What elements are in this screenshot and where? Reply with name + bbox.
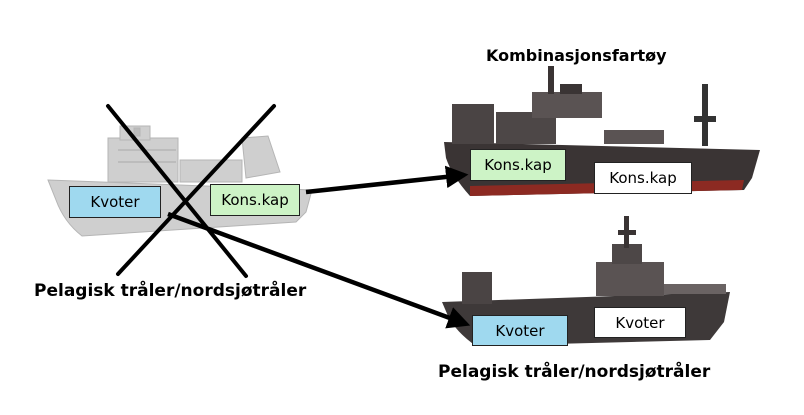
x-mark-stroke-a <box>106 104 248 278</box>
combination-vessel-title: Kombinasjonsfartøy <box>486 46 667 65</box>
quota-box-own: Kvoter <box>594 307 686 338</box>
source-vessel-label: Pelagisk tråler/nordsjøtråler <box>34 281 307 301</box>
arrow-capacity-to-combination <box>305 165 469 195</box>
capacity-box-source: Kons.kap <box>210 184 300 216</box>
quota-box-source: Kvoter <box>69 186 161 218</box>
quota-box-transferred: Kvoter <box>472 315 568 346</box>
target-trawler-label: Pelagisk tråler/nordsjøtråler <box>438 362 711 382</box>
x-mark-icon <box>106 104 276 278</box>
capacity-box-own: Kons.kap <box>594 162 692 194</box>
x-mark-stroke-b <box>116 104 276 276</box>
arrow-quota-to-trawler <box>167 211 471 329</box>
capacity-box-transferred: Kons.kap <box>470 149 566 181</box>
